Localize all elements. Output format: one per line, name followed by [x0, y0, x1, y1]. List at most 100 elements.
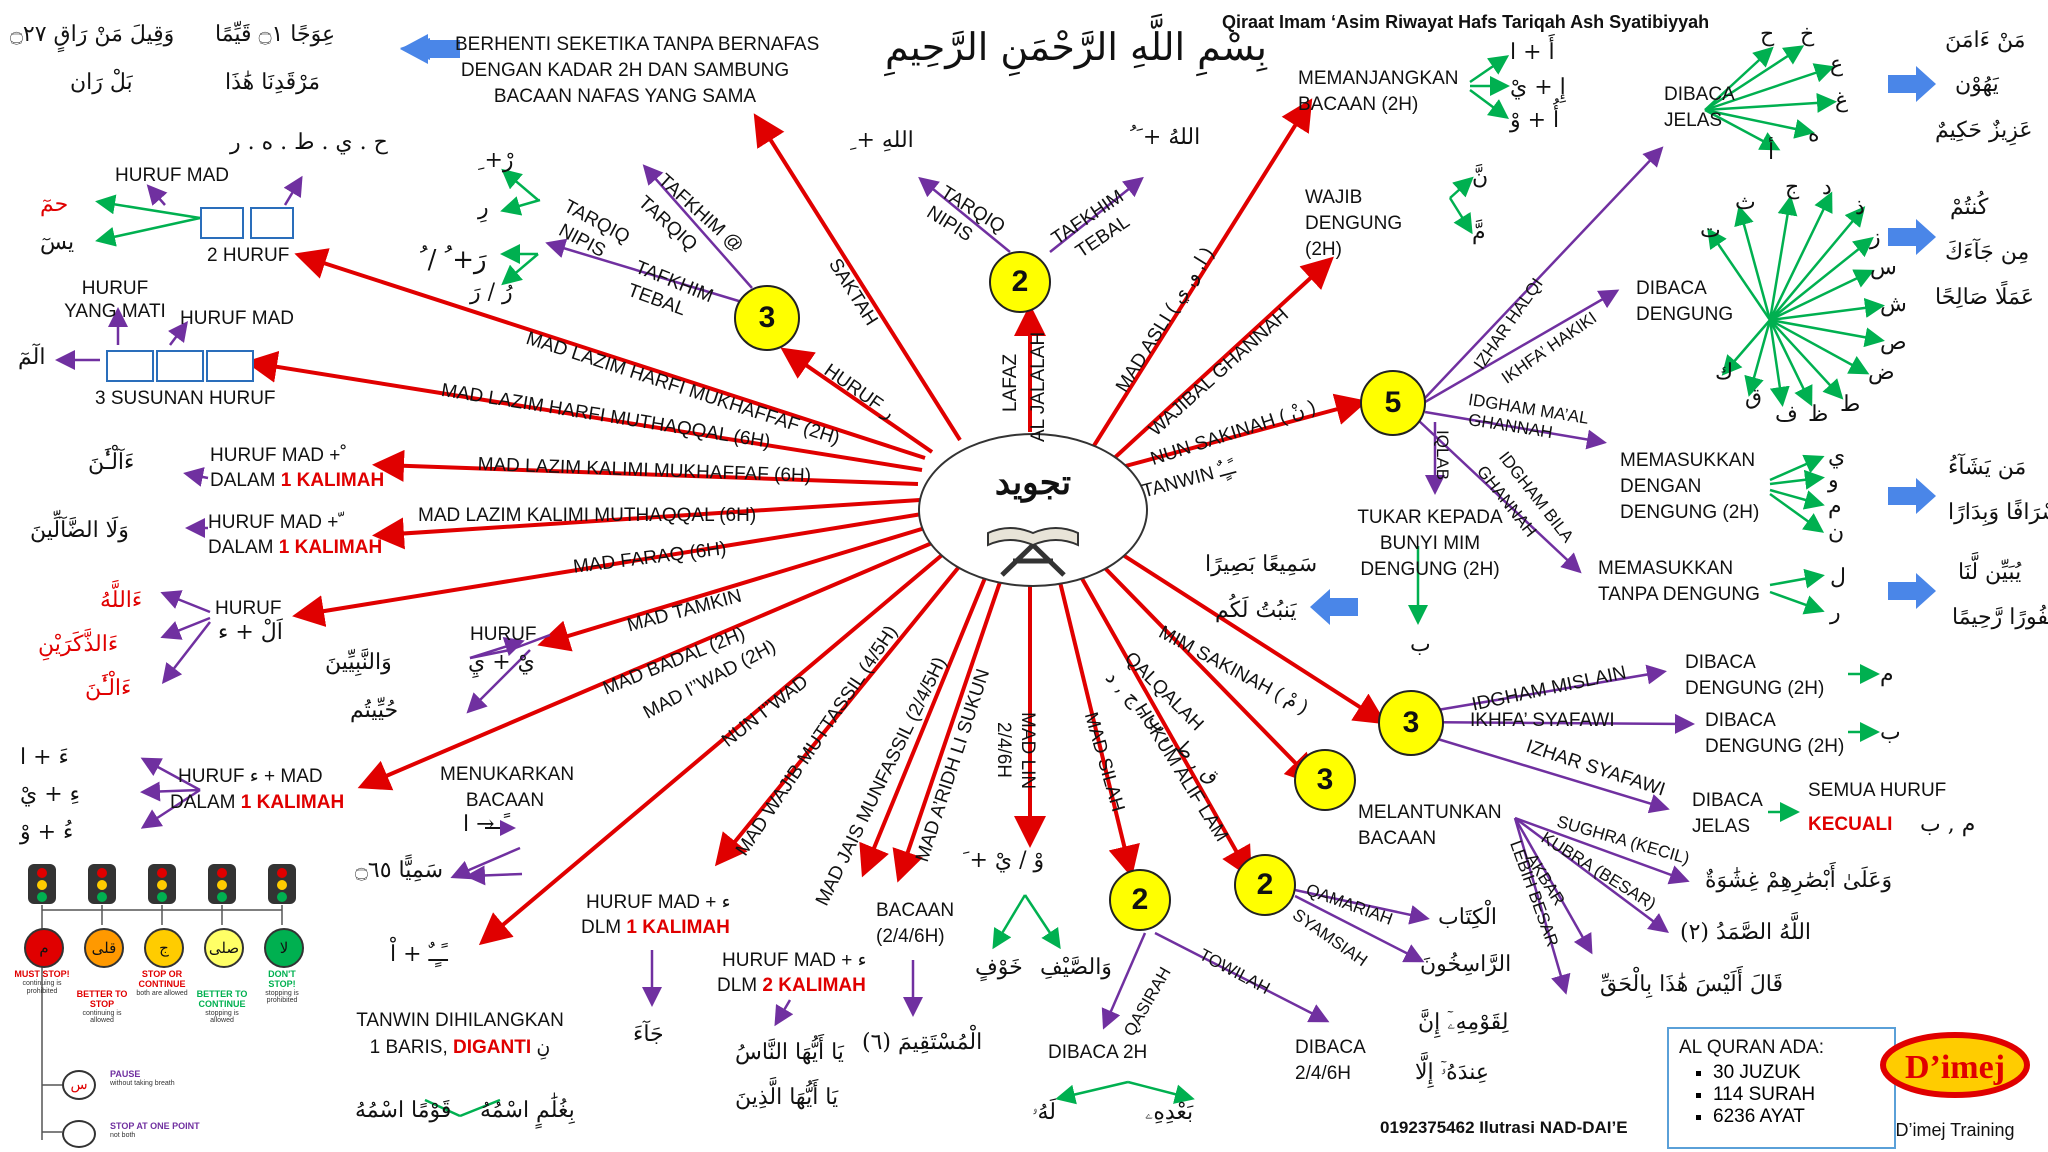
wajib-kalimah-label: DLM 1 KALIMAH [581, 917, 730, 940]
idgham-letter: و [1828, 468, 1839, 493]
dibaca-dengung-label: DIBACA DENGUNG (2H) [1705, 708, 1844, 760]
halqi-example: عَزِيزٌ حَكِيمٌ [1935, 118, 2033, 143]
badge-tafkhim-ra [734, 285, 800, 351]
waqaf-meaning-title: BETTER TO CONTINUE [196, 989, 248, 1009]
saktah-example: بَلْ رَان [70, 70, 133, 95]
saktah-description: BERHENTI SEKETIKA TANPA BERNAFAS DENGAN … [455, 32, 819, 110]
badge-mim-sakinah [1378, 690, 1444, 756]
faraq-label: HURUF [215, 598, 282, 619]
waqaf-meaning-title: BETTER TO STOP [76, 989, 128, 1009]
branch-mad-lin: MAD LIN [1017, 712, 1038, 790]
waqaf-meaning: DON'T STOP!stopping is prohibited [254, 969, 310, 1005]
melantunkan-label: MELANTUNKAN BACAAN [1358, 800, 1502, 852]
label-line: WAJIB [1305, 187, 1363, 208]
waqaf-sign-icon: ج [144, 928, 184, 968]
label-line: DENGUNG (2H) [1705, 736, 1845, 757]
two-huruf-label: 2 HURUF [207, 245, 290, 266]
iqlab-label: IQLAB [1433, 430, 1452, 481]
traffic-light-lamp [37, 892, 47, 902]
tamkin-label: HURUF [470, 624, 537, 645]
waqaf-meaning-sub: stopping is prohibited [265, 989, 299, 1005]
ikhfa-example: كُنتُمْ [1950, 195, 1989, 220]
ra-example: رِ [478, 195, 489, 220]
faraq-example: ءَاللَّهُ [100, 588, 143, 613]
silah-example: لِقَوْمِهِۦٓ إِنَّ [1418, 1010, 1509, 1035]
wajib-example: نَّ [1472, 165, 1489, 190]
lazim-kalimi-mukhaffaf-kalimah: DALAM 1 KALIMAH [210, 470, 384, 493]
silah-example: لَهُۥ [1032, 1100, 1056, 1125]
memanjangkan-label: MEMANJANGKAN BACAAN (2H) [1298, 66, 1458, 118]
info-item: 6236 AYAT [1713, 1106, 1894, 1128]
halqi-letter: ح [1760, 22, 1775, 47]
label-line: BACAAN [465, 790, 545, 811]
wajib-example: مَّ [1472, 220, 1486, 245]
ikhfa-letter: ط [1840, 392, 1861, 417]
brand-name: D’imej [1904, 1049, 2006, 1086]
label-line: MELANTUNKAN [1358, 802, 1502, 823]
ikhfa-letter: ص [1880, 330, 1907, 355]
waqaf-meaning-sub: continuing is prohibited [22, 979, 62, 995]
huruf-yang-mati-label: HURUF YANG MATI [55, 278, 175, 324]
two-huruf-example: يسٓ [40, 230, 75, 255]
subtitle: Qiraat Imam ‘Asim Riwayat Hafs Tariqah A… [1222, 12, 1710, 32]
ra-example: رَ+ ُ / ُ [420, 245, 487, 275]
label-line: DIBACA [1685, 652, 1756, 673]
quran-info-box: AL QURAN ADA: 30 JUZUK 114 SURAH 6236 AY… [1667, 1027, 1896, 1149]
halqi-letter: ه [1808, 122, 1820, 147]
huruf-mad-label: HURUF MAD [115, 165, 229, 186]
iqlab-example: سَمِيعًا بَصِيرًا [1205, 552, 1318, 577]
mad-lin-example: خَوْفٍ [975, 955, 1023, 980]
semua-huruf-label: SEMUA HURUF [1808, 780, 1947, 801]
label-line: TANWIN DIHILANGKAN [356, 1010, 564, 1031]
huruf-box [250, 207, 294, 239]
badge-nun-sakinah [1360, 370, 1426, 436]
halqi-letter: غ [1835, 88, 1849, 113]
waqaf-meaning-sub: continuing is allowed [82, 1009, 122, 1025]
badal-label: HURUF ء + MAD [178, 766, 323, 787]
halqi-letter: أ [1768, 140, 1775, 165]
ikhfa-letter: ز [1870, 225, 1881, 250]
idgham-example: إِسْرَافًا وَبِدَارًا [1948, 500, 2048, 525]
kalimah-count: 1 KALIMAH [278, 537, 383, 558]
ikhfa-letter: س [1870, 255, 1897, 280]
traffic-light-lamp [37, 868, 47, 878]
branch-mad-lazim-kalimi-muthaqqal: MAD LAZIM KALIMI MUTHAQQAL (6H) [418, 505, 757, 526]
center-title: تجويد [994, 463, 1072, 503]
nun-iwad-example: ـًـٍـٌ + اْ [390, 942, 448, 967]
wajib-dengung-label: WAJIB DENGUNG (2H) [1305, 185, 1402, 263]
idgham-letter: ن [1828, 520, 1845, 545]
dalam-text: DALAM [210, 470, 281, 491]
traffic-light-lamp [157, 892, 167, 902]
traffic-light-lamp [157, 868, 167, 878]
badge-text: 3 [1402, 706, 1420, 739]
label-line: DENGUNG [1305, 213, 1403, 234]
label-line: DIBACA [1664, 84, 1735, 105]
traffic-light-lamp [277, 892, 287, 902]
iqlab-letter: ب [1410, 632, 1431, 657]
dibaca-dengung-label: DIBACA DENGUNG (2H) [1685, 650, 1824, 702]
traffic-light-lamp [217, 868, 227, 878]
mad-lin-example: وْ / يْ + َ [963, 848, 1045, 873]
ikhfa-letter: ض [1868, 360, 1895, 385]
waqaf-meaning-title: DON'T STOP! [268, 969, 296, 989]
label-line: BUNYI MIM [1379, 533, 1481, 554]
traffic-light-lamp [277, 868, 287, 878]
dlm-text: DLM [717, 975, 763, 996]
label-line: YANG MATI [64, 300, 166, 322]
label-line: TANPA DENGUNG [1598, 584, 1760, 605]
tamkin-example: وَالنَّبِيِّينَ [325, 650, 392, 675]
traffic-light-lamp [97, 892, 107, 902]
memasukkan-dengung-label: MEMASUKKAN DENGAN DENGUNG (2H) [1620, 448, 1759, 526]
badge-text: 2 [1011, 265, 1029, 298]
pause-sign-icon: س [62, 1070, 96, 1100]
saktah-desc-line: DENGAN KADAR 2H DAN SAMBUNG [460, 60, 790, 81]
badge-text: 5 [1384, 386, 1402, 419]
waqaf-sign-icon: م [24, 928, 64, 968]
mad-asli-example: إِ + يْ [1510, 75, 1566, 100]
faraq-rule: اَلْ + ء [218, 620, 283, 645]
tanpa-dengung-label: MEMASUKKAN TANPA DENGUNG [1598, 556, 1760, 608]
branch-al-jalalah: AL JALALAH [1028, 331, 1049, 442]
mim-letter: ب [1880, 720, 1901, 745]
